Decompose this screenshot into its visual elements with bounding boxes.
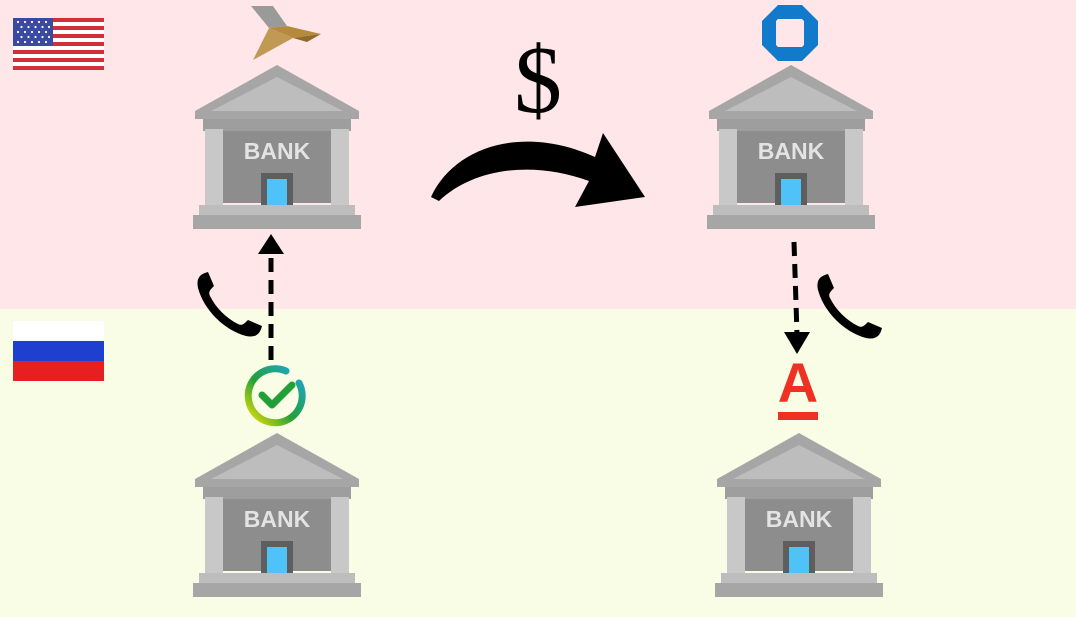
dollar-sign: $ bbox=[514, 26, 562, 133]
russia-region bbox=[0, 309, 1076, 617]
dashed-arrow-up-icon bbox=[258, 234, 284, 360]
bank-building-icon: BANK bbox=[193, 433, 361, 597]
phone-handset-icon bbox=[197, 272, 262, 337]
bank-label: BANK bbox=[758, 138, 825, 164]
sber-check-logo-icon bbox=[244, 365, 306, 427]
chase-octagon-logo-icon bbox=[762, 5, 818, 61]
alfa-letter: A bbox=[778, 354, 818, 414]
curved-arrow-icon bbox=[431, 133, 645, 207]
us-flag-icon bbox=[13, 18, 104, 70]
bank-label: BANK bbox=[244, 506, 311, 532]
russia-flag-icon bbox=[13, 321, 104, 381]
bank-building-icon: BANK bbox=[707, 65, 875, 229]
bank-building-icon: BANK bbox=[715, 433, 883, 597]
bank-label: BANK bbox=[244, 138, 311, 164]
alfa-a-logo-icon: A bbox=[778, 354, 818, 420]
bank-building-icon: BANK bbox=[193, 65, 361, 229]
phone-handset-icon bbox=[817, 274, 882, 339]
bank-label: BANK bbox=[766, 506, 833, 532]
dashed-arrow-down-icon bbox=[784, 241, 810, 354]
chevron-logo-icon bbox=[251, 6, 321, 60]
